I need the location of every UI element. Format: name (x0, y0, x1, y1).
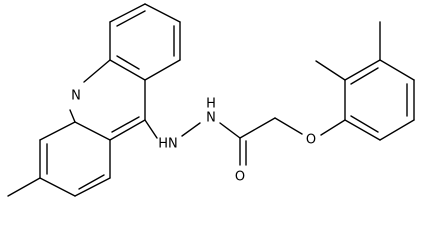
bond (144, 3, 181, 23)
bond (109, 59, 146, 81)
bond (109, 119, 146, 141)
bond (181, 122, 201, 137)
bond-double-inner (78, 174, 105, 190)
bond-double-inner (116, 55, 140, 70)
molecule-drawing: N HN N H O O (7, 3, 415, 197)
acridine-top-ring (109, 3, 181, 81)
amine-nh-label: HN (158, 137, 178, 152)
hydrazide-nitrogen-label: N (206, 111, 216, 126)
atom-labels: N HN N H O O (71, 89, 316, 185)
bond (109, 3, 146, 23)
bond (239, 117, 276, 139)
bond-double-inner (111, 116, 140, 133)
bond (344, 119, 381, 141)
acridine-nitrogen-label: N (71, 89, 81, 104)
bond (379, 59, 415, 81)
bond (144, 59, 181, 81)
acridine-bottom-ring (7, 121, 111, 197)
carbonyl-oxygen-label: O (235, 170, 245, 185)
bond-double-inner (350, 67, 379, 85)
bond (320, 119, 346, 136)
bond (39, 121, 76, 141)
bond (74, 121, 111, 141)
bond (69, 109, 76, 123)
bond (83, 59, 111, 83)
bond (39, 177, 76, 197)
bond (74, 177, 111, 197)
methyl-bond (315, 60, 346, 81)
dimethylphenyl-ring (315, 21, 415, 141)
bond (144, 119, 158, 139)
bond (274, 117, 303, 135)
acridine-central-ring (69, 59, 146, 141)
hydrazide-linker (144, 117, 346, 166)
hydrazide-hydrogen-label: H (206, 97, 216, 112)
ether-oxygen-label: O (306, 133, 316, 148)
methyl-bond (7, 177, 41, 197)
bond-double-inner (116, 10, 146, 27)
bond (379, 119, 415, 141)
structure-canvas: N HN N H O O (7, 3, 415, 197)
bond-double-inner (350, 115, 379, 133)
bond (344, 59, 381, 81)
bond (219, 122, 241, 139)
